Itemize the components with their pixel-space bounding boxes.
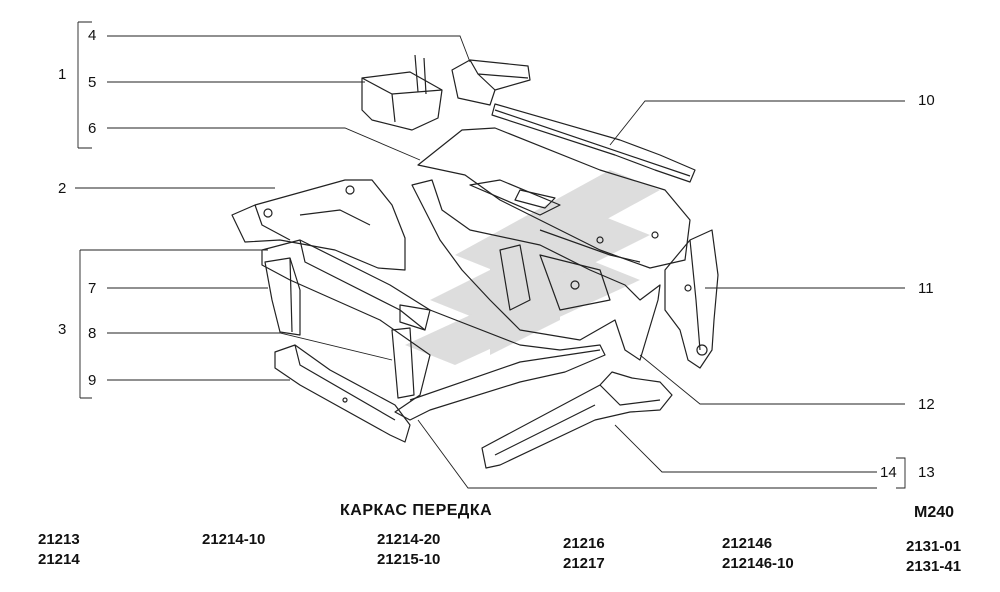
model-code: 212146 [722,535,773,552]
model-col-2: 21214-10 [202,530,265,550]
leader-lines [75,21,906,489]
part-5-box [361,54,443,131]
callout-11: 11 [918,280,934,297]
diagram-title: КАРКАС ПЕРЕДКА [340,502,493,519]
part-12-structure [411,179,661,361]
watermark-logo [405,170,660,365]
callout-14: 14 [880,464,897,481]
part-7-pillar [264,257,301,336]
callout-12: 12 [918,396,935,413]
part-14-rail [481,371,673,469]
part-4-bracket [451,59,531,106]
model-code: 21214-10 [202,531,266,548]
callout-7: 7 [88,280,97,297]
part-10-strip [491,103,696,183]
model-code: 21215-10 [377,551,441,568]
model-code: 21213 [38,531,80,548]
model-code: 212146-10 [722,555,794,572]
model-code: 21217 [563,555,605,572]
model-code: 2131-41 [906,558,962,575]
callout-2: 2 [58,180,67,197]
model-code: 2131-01 [906,538,962,555]
diagram-code: M240 [914,504,955,521]
callout-6: 6 [88,120,97,137]
callout-4: 4 [88,27,97,44]
callout-3: 3 [58,321,67,338]
model-col-6: 2131-01 2131-41 [906,537,961,577]
part-3-crossmember [261,239,606,421]
model-col-4: 21216 21217 [563,534,605,574]
model-code: 21216 [563,535,605,552]
callout-8: 8 [88,325,97,342]
callout-10: 10 [918,92,935,109]
part-2-fender [231,179,406,271]
model-col-3: 21214-20 21215-10 [377,530,440,570]
callout-5: 5 [88,74,97,91]
model-col-1: 21213 21214 [38,530,80,570]
callout-13: 13 [918,464,935,481]
model-col-5: 212146 212146-10 [722,534,794,574]
part-9-beam [274,344,411,443]
model-code: 21214-20 [377,531,441,548]
part-11-bracket [664,229,719,369]
callout-1: 1 [58,66,67,83]
part-8-pillar [391,327,415,399]
model-code: 21214 [38,551,80,568]
part-6-panel [417,127,691,269]
callout-9: 9 [88,372,97,389]
